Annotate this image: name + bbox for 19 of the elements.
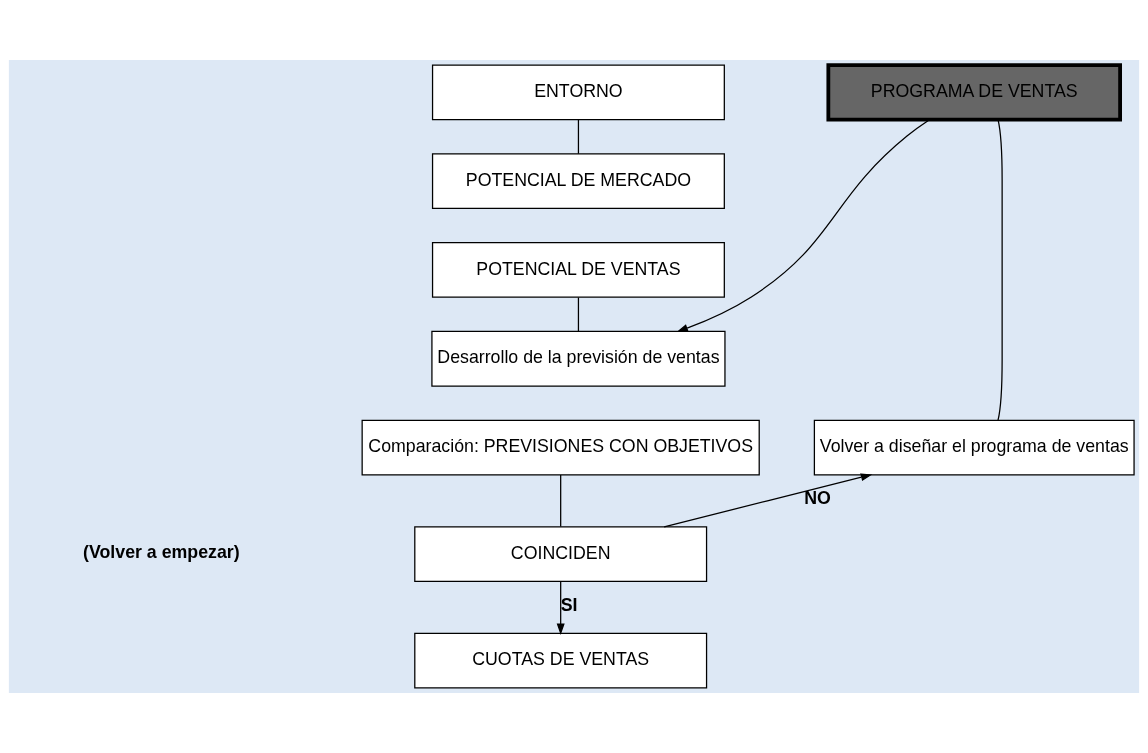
connector bbox=[577, 296, 580, 332]
node-box: CUOTAS DE VENTAS bbox=[414, 632, 708, 689]
node-box: ENTORNO bbox=[431, 64, 725, 121]
node-box: POTENCIAL DE VENTAS bbox=[431, 242, 725, 298]
connector bbox=[560, 474, 562, 528]
arrow bbox=[663, 473, 873, 528]
node-box: POTENCIAL DE MERCADO bbox=[431, 153, 725, 210]
connector bbox=[997, 119, 1003, 421]
edge-label: SI bbox=[560, 594, 578, 615]
node-box: Desarrollo de la previsión de ventas bbox=[431, 330, 726, 387]
arrow bbox=[556, 580, 565, 636]
connector bbox=[577, 119, 580, 155]
node-box: Volver a diseñar el programa de ventas bbox=[813, 419, 1135, 476]
label: (Volver a empezar) bbox=[83, 541, 240, 562]
node-box: PROGRAMA DE VENTAS bbox=[826, 63, 1122, 122]
arrow bbox=[676, 119, 931, 333]
edge-label: NO bbox=[804, 488, 831, 509]
node-box: COINCIDEN bbox=[414, 526, 708, 582]
node-box: Comparación: PREVISIONES CON OBJETIVOS bbox=[361, 419, 760, 476]
